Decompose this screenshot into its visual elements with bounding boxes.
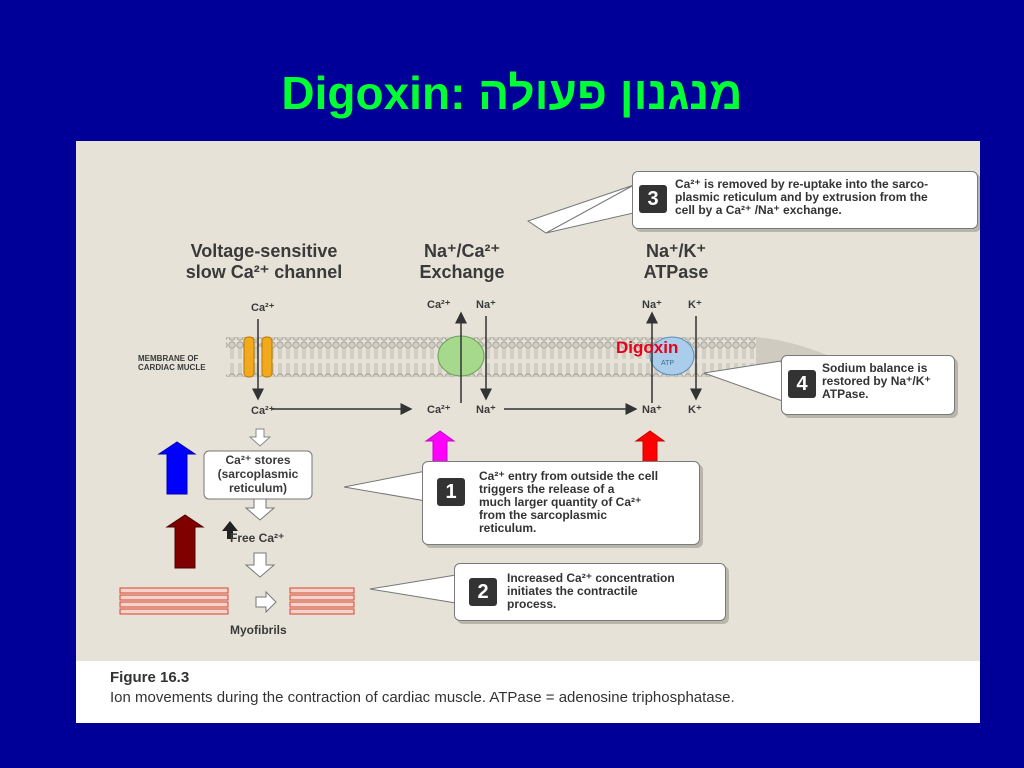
- callout-3-line1: Ca²⁺ is removed by re-uptake into the sa…: [675, 177, 929, 191]
- callout-2-line1: Increased Ca²⁺ concentration: [507, 571, 675, 585]
- callout-1-line1: Ca²⁺ entry from outside the cell: [479, 469, 659, 483]
- digoxin-label: Digoxin: [616, 338, 679, 357]
- ion-ca-out-channel: Ca²⁺: [251, 302, 275, 314]
- atp-label: ATP: [661, 360, 675, 367]
- ion-ca-in-channel: Ca²⁺: [251, 405, 275, 417]
- channel-header-line2: slow Ca²⁺ channel: [185, 262, 343, 282]
- callout-3-line2: plasmic reticulum and by extrusion from …: [675, 190, 928, 204]
- ion-na-out-exchange: Na⁺: [476, 299, 496, 311]
- callout-4-line3: ATPase.: [822, 387, 869, 401]
- diagram-graphics: [119, 184, 836, 615]
- callout-4-line1: Sodium balance is: [822, 361, 928, 375]
- free-ca-label: Free Ca²⁺: [230, 531, 285, 545]
- callout-1-line2: triggers the release of a: [479, 482, 615, 496]
- ca-stores-line3: reticulum): [228, 481, 287, 495]
- callout-1-line5: reticulum.: [479, 521, 537, 535]
- arrow-up-darkred: [165, 514, 205, 569]
- callout-4-text: Sodium balance is restored by Na⁺/K⁺ ATP…: [822, 362, 931, 401]
- ion-ca-in-exchange: Ca²⁺: [427, 404, 451, 416]
- membrane-label-line2: CARDIAC MUCLE: [138, 363, 206, 372]
- callout-3-text: Ca²⁺ is removed by re-uptake into the sa…: [675, 178, 928, 217]
- callout-2-line3: process.: [507, 597, 557, 611]
- callout-2-text: Increased Ca²⁺ concentration initiates t…: [507, 572, 675, 611]
- ion-ca-out-exchange: Ca²⁺: [427, 299, 451, 311]
- callout-4-number: 4: [788, 370, 816, 398]
- callout-3-number: 3: [639, 185, 667, 213]
- ion-na-in-exchange: Na⁺: [476, 404, 496, 416]
- atpase-protein: [649, 336, 695, 376]
- channel-header-line1: Voltage-sensitive: [190, 241, 338, 261]
- callout-3-line3: cell by a Ca²⁺ /Na⁺ exchange.: [675, 203, 842, 217]
- callout-3: 3 Ca²⁺ is removed by re-uptake into the …: [632, 171, 978, 229]
- exchange-header-line1: Na⁺/Ca²⁺: [423, 241, 501, 261]
- atpase-header-line2: ATPase: [643, 262, 709, 282]
- calcium-channel: [243, 336, 273, 378]
- membrane-label-line1: MEMBRANE OF: [138, 354, 199, 363]
- figure-caption-title: Figure 16.3: [110, 669, 190, 686]
- atpase-header: Na⁺/K⁺ ATPase: [616, 241, 736, 283]
- ion-k-out-atpase: K⁺: [688, 299, 702, 311]
- ion-k-in-atpase: K⁺: [688, 404, 702, 416]
- ion-na-in-atpase: Na⁺: [642, 404, 662, 416]
- myofibrils-label: Myofibrils: [230, 623, 287, 637]
- callout-2-line2: initiates the contractile: [507, 584, 638, 598]
- atpase-header-line1: Na⁺/K⁺: [645, 241, 706, 261]
- callout-1-line3: much larger quantity of Ca²⁺: [479, 495, 642, 509]
- channel-header: Voltage-sensitive slow Ca²⁺ channel: [174, 241, 354, 283]
- exchange-header: Na⁺/Ca²⁺ Exchange: [402, 241, 522, 283]
- myofibrils-graphic: [119, 587, 355, 615]
- callout-4: 4 Sodium balance is restored by Na⁺/K⁺ A…: [781, 355, 955, 415]
- membrane-label: MEMBRANE OF CARDIAC MUCLE: [138, 354, 206, 372]
- exchange-header-line2: Exchange: [419, 262, 505, 282]
- slide-title: Digoxin: מנגנון פעולה: [281, 67, 743, 119]
- diagram-area: Voltage-sensitive slow Ca²⁺ channel Na⁺/…: [76, 141, 980, 661]
- ca-stores-line1: Ca²⁺ stores: [225, 453, 291, 467]
- ca-stores-label: Ca²⁺ stores (sarcoplasmic reticulum): [204, 453, 312, 495]
- callout-2-number: 2: [469, 578, 497, 606]
- callout-1-line4: from the sarcoplasmic: [479, 508, 608, 522]
- callout-1-number: 1: [437, 478, 465, 506]
- callout-1: 1 Ca²⁺ entry from outside the cell trigg…: [422, 461, 700, 545]
- callout-2: 2 Increased Ca²⁺ concentration initiates…: [454, 563, 726, 621]
- arrow-up-blue: [157, 441, 197, 495]
- textbook-figure: Voltage-sensitive slow Ca²⁺ channel Na⁺/…: [76, 141, 980, 723]
- callout-4-line2: restored by Na⁺/K⁺: [822, 374, 931, 388]
- ion-na-out-atpase: Na⁺: [642, 299, 662, 311]
- ca-stores-line2: (sarcoplasmic: [217, 467, 299, 481]
- callout-1-text: Ca²⁺ entry from outside the cell trigger…: [479, 470, 658, 535]
- figure-caption-text: Ion movements during the contraction of …: [110, 689, 735, 706]
